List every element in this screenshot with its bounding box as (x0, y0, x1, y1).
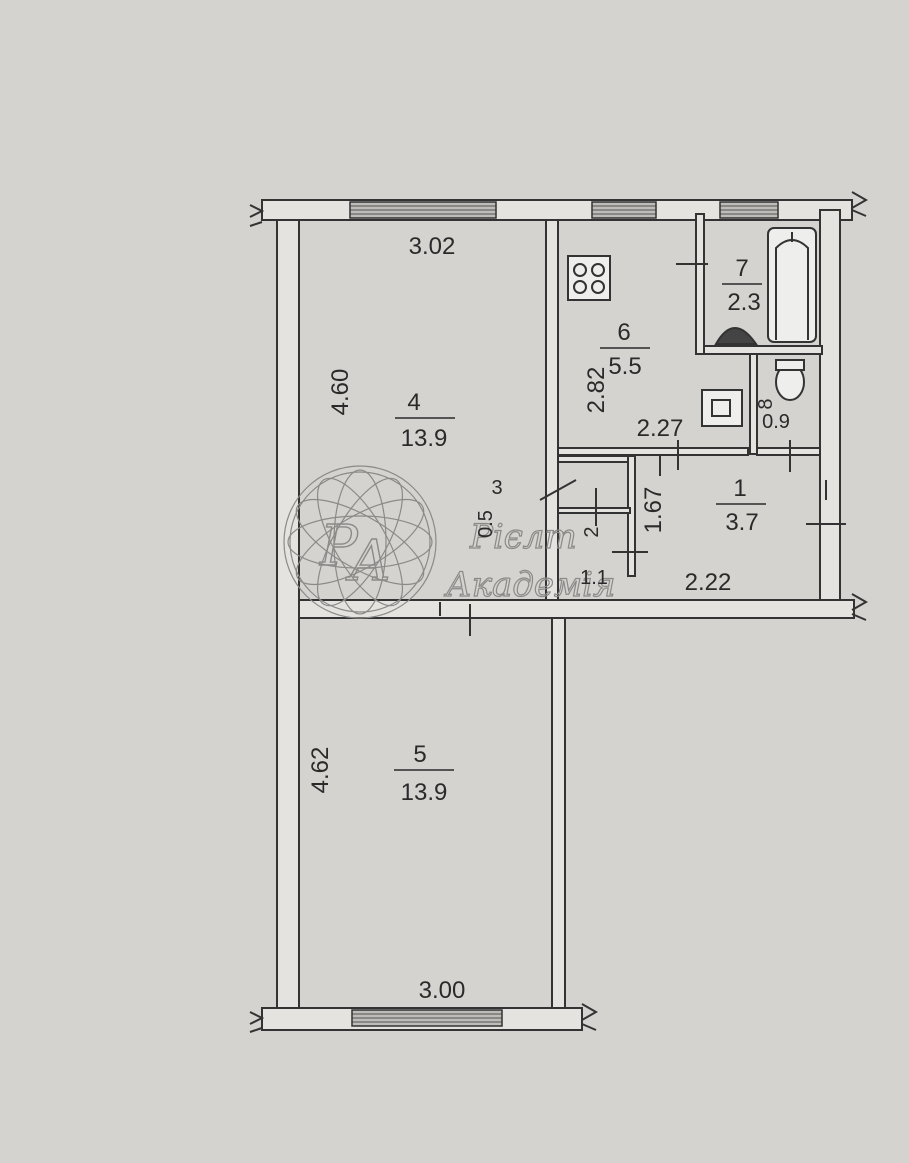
break-marks (249, 191, 869, 1033)
svg-text:A: A (345, 529, 390, 594)
window-room5 (351, 1009, 503, 1027)
dim-hall-width: 2.22 (685, 569, 732, 596)
dim-room5-width: 3.00 (419, 977, 466, 1004)
room-area: 5.5 (608, 353, 641, 380)
dim-room6-width: 2.27 (637, 415, 684, 442)
svg-text:P: P (319, 514, 359, 579)
room-area: 0.5 (475, 510, 497, 538)
stove-icon (567, 255, 611, 301)
room-area: 13.9 (401, 425, 448, 452)
room-number: 6 (617, 319, 630, 346)
room-area: 0.9 (762, 411, 790, 433)
room-area: 1.1 (580, 567, 608, 589)
window-bath (719, 201, 779, 219)
window-kitchen (591, 201, 657, 219)
room-area: 3.7 (725, 509, 758, 536)
dim-room5-length: 4.62 (307, 747, 334, 794)
windows (349, 201, 779, 1027)
dimension-labels: 3.02 4.60 2.82 2.27 1.67 2.22 4.62 3.00 (307, 233, 731, 1004)
room-labels: 4 13.9 6 5.5 7 2.3 8 0.9 1 3.7 3 0.5 2 1… (394, 255, 790, 806)
room-number: 4 (407, 389, 420, 416)
dim-room6-length: 2.82 (583, 367, 610, 414)
room-area: 13.9 (401, 779, 448, 806)
fixtures (567, 227, 817, 427)
room-number: 3 (491, 477, 502, 499)
room-number: 7 (735, 255, 748, 282)
dim-room4-length: 4.60 (327, 369, 354, 416)
room-number: 2 (581, 526, 603, 537)
room-number: 5 (413, 741, 426, 768)
bathtub-icon (767, 227, 817, 343)
room-number: 1 (733, 475, 746, 502)
watermark-line1: Рієлт (469, 517, 577, 557)
toilet-icon (775, 359, 805, 401)
dim-hall-length: 1.67 (640, 487, 667, 534)
kitchen-sink-icon (701, 389, 743, 427)
watermark-logo: P A Рієлт Академія (283, 465, 616, 619)
room-number: 8 (755, 398, 777, 409)
door-marks (439, 263, 846, 636)
watermark-line2: Академія (444, 565, 616, 605)
washbasin-icon (714, 327, 758, 345)
room-area: 2.3 (727, 289, 760, 316)
walls (261, 199, 855, 1031)
window-room4 (349, 201, 497, 219)
dim-room4-width: 3.02 (409, 233, 456, 260)
